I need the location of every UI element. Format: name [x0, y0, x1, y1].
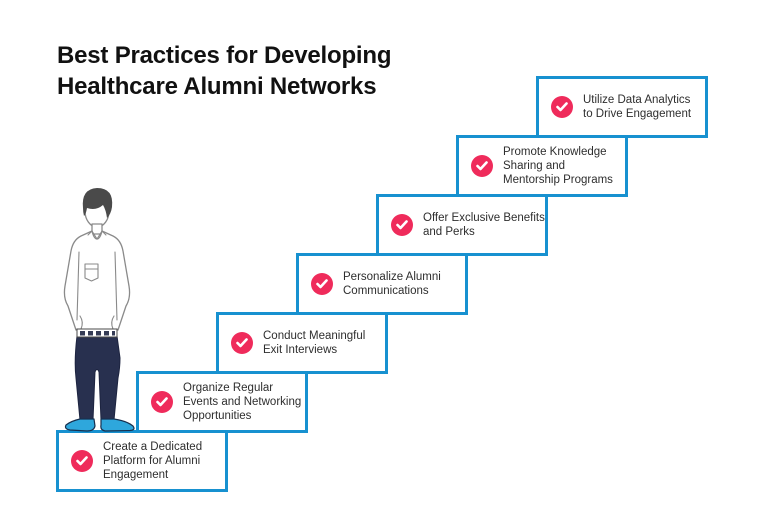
person-shoe-right	[100, 418, 135, 432]
check-badge	[471, 155, 493, 177]
check-badge	[551, 96, 573, 118]
belt-segment	[96, 331, 101, 336]
belt-segment	[104, 331, 109, 336]
person-pocket	[84, 263, 99, 282]
step-box-4: Personalize Alumni Communications	[296, 253, 468, 315]
person-shirt	[63, 230, 131, 331]
person-arm-seam-right	[114, 251, 118, 321]
step-box-6: Promote Knowledge Sharing and Mentorship…	[456, 135, 628, 197]
step-box-7: Utilize Data Analytics to Drive Engageme…	[536, 76, 708, 138]
step-label: Offer Exclusive Benefits and Perks	[423, 212, 545, 238]
check-badge	[391, 214, 413, 236]
step-label: Create a Dedicated Platform for Alumni E…	[103, 441, 203, 481]
person-pants	[74, 335, 121, 421]
check-icon	[556, 102, 568, 112]
check-icon	[76, 456, 88, 466]
belt-segment	[88, 331, 93, 336]
person-thumbs	[79, 315, 115, 330]
check-icon	[236, 338, 248, 348]
step-box-2: Organize Regular Events and Networking O…	[136, 371, 308, 433]
step-label: Promote Knowledge Sharing and Mentorship…	[503, 146, 613, 186]
belt-segment	[112, 331, 115, 336]
person-shoe-left	[64, 418, 96, 432]
check-badge	[151, 391, 173, 413]
check-icon	[316, 279, 328, 289]
step-label: Personalize Alumni Communications	[343, 271, 441, 297]
step-box-3: Conduct Meaningful Exit Interviews	[216, 312, 388, 374]
check-icon	[156, 397, 168, 407]
page-title: Best Practices for Developing Healthcare…	[57, 42, 392, 100]
belt-segment	[80, 331, 85, 336]
check-badge	[311, 273, 333, 295]
step-label: Conduct Meaningful Exit Interviews	[263, 330, 366, 356]
step-box-1: Create a Dedicated Platform for Alumni E…	[56, 430, 228, 492]
person-hair	[82, 188, 113, 218]
person-illustration	[63, 188, 135, 432]
check-icon	[396, 220, 408, 230]
person-arm-seam-left	[76, 251, 80, 321]
check-icon	[476, 161, 488, 171]
step-box-5: Offer Exclusive Benefits and Perks	[376, 194, 548, 256]
person-collar	[87, 230, 107, 240]
step-label: Utilize Data Analytics to Drive Engageme…	[583, 94, 692, 120]
check-badge	[231, 332, 253, 354]
step-label: Organize Regular Events and Networking O…	[183, 382, 302, 422]
check-badge	[71, 450, 93, 472]
